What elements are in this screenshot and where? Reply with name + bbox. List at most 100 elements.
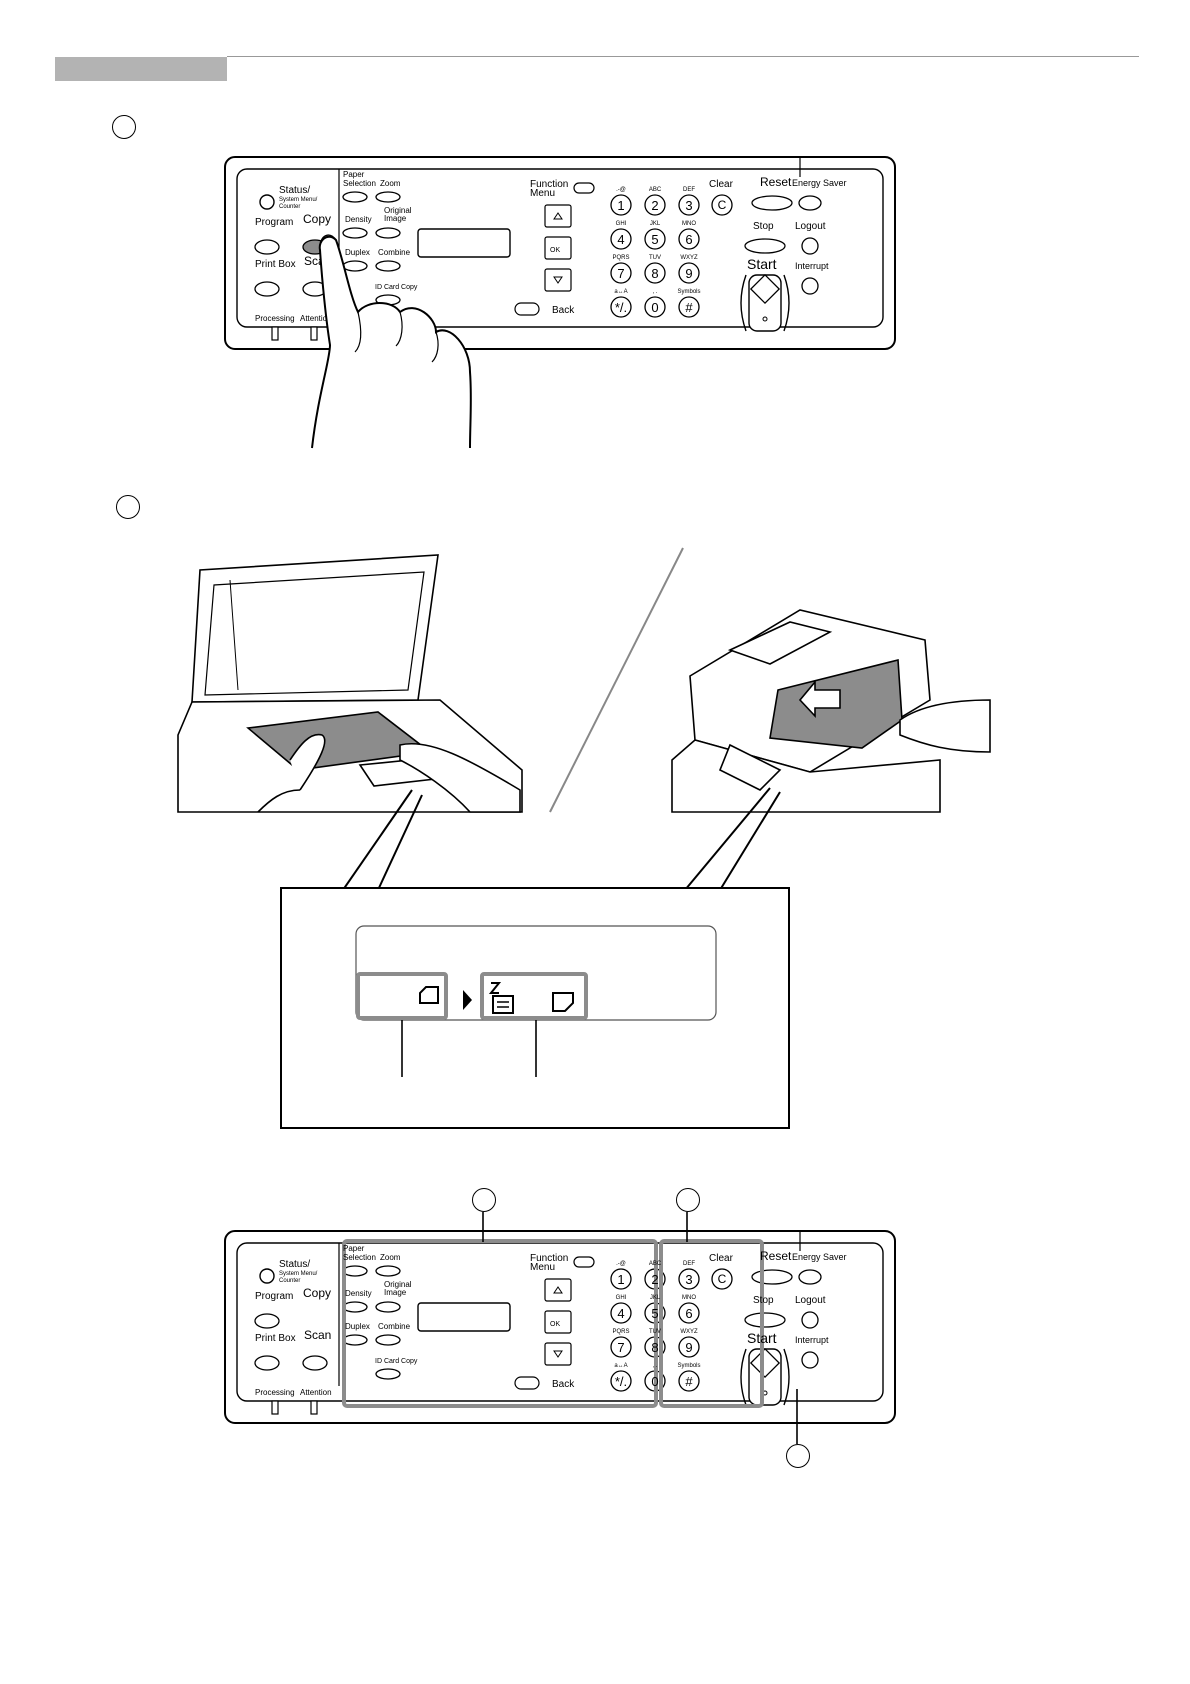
back-label: Back <box>552 305 575 316</box>
density-label: Density <box>345 215 372 224</box>
keypad-key-6: 6 <box>685 1306 692 1321</box>
reset-label: Reset <box>760 175 792 189</box>
copy-functions-highlight <box>342 1239 658 1408</box>
keypad-sub-label: TUV <box>649 255 661 261</box>
keypad-key-6: 6 <box>685 232 692 247</box>
keypad-sub-label: WXYZ <box>680 1329 698 1335</box>
keypad-sub-label: , . <box>652 1363 657 1369</box>
back-label: Back <box>552 1379 575 1390</box>
image-label: Image <box>384 214 407 223</box>
keypad-key-9: 9 <box>685 1340 692 1355</box>
id-card-copy-label: ID Card Copy <box>375 1358 418 1365</box>
keypad-key-1: 1 <box>617 1272 624 1287</box>
keypad-key-4: 4 <box>617 1306 624 1321</box>
display-callout-box <box>280 887 790 1129</box>
keypad-key-5: 5 <box>651 232 658 247</box>
keypad-sub-label: ABC <box>649 1261 662 1267</box>
interrupt-label: Interrupt <box>795 1335 829 1345</box>
logout-label: Logout <box>795 1295 826 1306</box>
start-label: Start <box>747 256 777 272</box>
callout-marker-a <box>472 1188 496 1212</box>
keypad-key-0: 0 <box>651 1374 658 1389</box>
program-label: Program <box>255 217 293 228</box>
keypad-key-8: 8 <box>651 1340 658 1355</box>
clear-key: C <box>718 1272 727 1286</box>
keypad-sub-label: a↔A <box>614 1363 627 1369</box>
energy-saver-label: Energy Saver <box>792 1252 847 1262</box>
start-label: Start <box>747 1330 777 1346</box>
divider-line <box>549 547 684 813</box>
section-header-tab <box>55 57 227 81</box>
interrupt-label: Interrupt <box>795 261 829 271</box>
original-label: Original <box>384 206 412 215</box>
keypad-key-*/.: */. <box>615 1374 627 1389</box>
keypad-key-8: 8 <box>651 266 658 281</box>
keypad-sub-label: GHI <box>616 221 627 227</box>
processing-label: Processing <box>255 314 295 323</box>
scan-label: Scan <box>304 1328 331 1342</box>
paper-label: Paper <box>343 1244 365 1253</box>
function-label: Function <box>530 179 568 190</box>
keypad-key-2: 2 <box>651 1272 658 1287</box>
numeric-keypad-highlight <box>659 1239 764 1408</box>
keypad-sub-label: JKL <box>650 1295 661 1301</box>
paper-label: Paper <box>343 170 365 179</box>
keypad-sub-label: a↔A <box>614 289 627 295</box>
keypad-key-9: 9 <box>685 266 692 281</box>
keypad-sub-label: , . <box>652 289 657 295</box>
status-label: Status/ <box>279 1259 310 1270</box>
logout-label: Logout <box>795 221 826 232</box>
clear-label: Clear <box>709 1253 734 1264</box>
keypad-key-3: 3 <box>685 198 692 213</box>
callout-marker-c <box>786 1444 810 1468</box>
combine-label: Combine <box>378 248 411 257</box>
platen-placement-illustration <box>177 554 523 813</box>
stop-label: Stop <box>753 221 774 232</box>
status-label: Status/ <box>279 185 310 196</box>
copy-label: Copy <box>303 1286 331 1300</box>
program-label: Program <box>255 1291 293 1302</box>
attention-label: Attention <box>300 314 332 323</box>
document-processor-illustration <box>671 609 991 813</box>
system-menu-label: System Menu/ <box>279 197 318 203</box>
clear-label: Clear <box>709 179 734 190</box>
stop-label: Stop <box>753 1295 774 1306</box>
reset-label: Reset <box>760 1249 792 1263</box>
keypad-sub-label: MNO <box>682 221 696 227</box>
keypad-key-5: 5 <box>651 1306 658 1321</box>
keypad-key-3: 3 <box>685 1272 692 1287</box>
zoom-label: Zoom <box>380 1253 401 1262</box>
menu-label: Menu <box>530 1262 555 1273</box>
step-2-marker <box>116 495 140 519</box>
keypad-sub-label: Symbols <box>677 289 700 295</box>
id-card-copy-label: ID Card Copy <box>375 284 418 291</box>
keypad-sub-label: PQRS <box>612 255 629 261</box>
keypad-key-7: 7 <box>617 1340 624 1355</box>
combine-label: Combine <box>378 1322 411 1331</box>
pressing-hand-illustration <box>311 234 472 449</box>
keypad-sub-label: MNO <box>682 1295 696 1301</box>
keypad-key-0: 0 <box>651 300 658 315</box>
keypad-key-7: 7 <box>617 266 624 281</box>
function-label: Function <box>530 1253 568 1264</box>
keypad-sub-label: Symbols <box>677 1363 700 1369</box>
keypad-sub-label: JKL <box>650 221 661 227</box>
keypad-sub-label: GHI <box>616 1295 627 1301</box>
print-box-label: Print Box <box>255 259 296 270</box>
keypad-sub-label: PQRS <box>612 1329 629 1335</box>
clear-key: C <box>718 198 727 212</box>
energy-saver-label: Energy Saver <box>792 178 847 188</box>
keypad-key-2: 2 <box>651 198 658 213</box>
keypad-sub-label: DEF <box>683 187 695 193</box>
keypad-sub-label: DEF <box>683 1261 695 1267</box>
original-label: Original <box>384 1280 412 1289</box>
attention-label: Attention <box>300 1388 332 1397</box>
keypad-key-4: 4 <box>617 232 624 247</box>
callout-connector-lines <box>342 787 781 891</box>
selection-label: Selection <box>343 1253 376 1262</box>
processing-label: Processing <box>255 1388 295 1397</box>
image-label: Image <box>384 1288 407 1297</box>
selection-label: Selection <box>343 179 376 188</box>
